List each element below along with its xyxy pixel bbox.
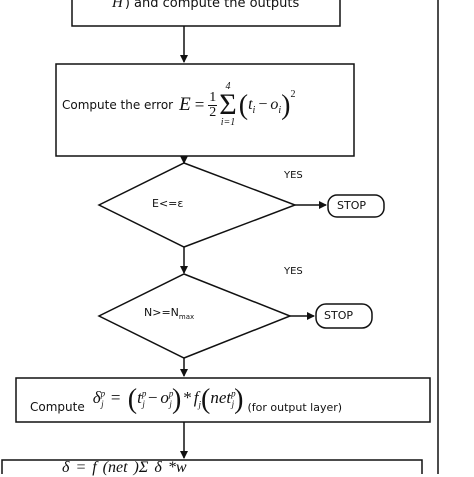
iter-check-main: N>=N xyxy=(144,306,179,319)
error-check-condition: E<=ε xyxy=(152,197,184,210)
summation: 4 Σ i=1 xyxy=(219,82,236,128)
bottom-box-formula: δ = f (net )Σ δ *w xyxy=(62,459,187,476)
delta-symbol: δ xyxy=(92,388,101,407)
top-box-text: H) and compute the outputs xyxy=(112,0,299,12)
fraction-numerator: 1 xyxy=(208,89,218,106)
error-term: (ti−oi)2 xyxy=(238,88,296,121)
error-fraction: 1 2 xyxy=(208,89,218,120)
sum-upper-limit: 4 xyxy=(225,81,231,92)
error-o: o xyxy=(270,95,279,113)
error-check-yes-label: YES xyxy=(284,170,303,181)
sum-lower-limit: i=1 xyxy=(220,117,236,128)
compute-delta-label: Compute xyxy=(30,400,85,414)
error-equals: = xyxy=(194,95,205,114)
top-box-label: ) and compute the outputs xyxy=(124,0,300,11)
iter-check-yes-label: YES xyxy=(284,266,303,277)
iter-check-condition: N>=Nmax xyxy=(144,306,194,321)
iter-check-diamond xyxy=(97,273,293,359)
delta-formula: δpj = (tpj−opj)*fj(netpj) xyxy=(92,384,244,415)
bottom-process-box xyxy=(1,459,423,474)
iter-check-sub: max xyxy=(178,313,195,322)
sigma-icon: Σ xyxy=(219,88,237,121)
compute-delta-content: Compute δpj = (tpj−opj)*fj(netpj) (for o… xyxy=(30,384,342,418)
compute-error-label: Compute the error xyxy=(62,98,174,112)
error-t-sub: i xyxy=(252,104,256,116)
compute-delta-suffix: (for output layer) xyxy=(247,401,343,414)
compute-delta-box xyxy=(15,377,431,423)
stop-label-1: STOP xyxy=(337,199,366,212)
compute-error-content: Compute the error E = 1 2 4 Σ i=1 (ti−oi… xyxy=(62,76,295,134)
error-t: t xyxy=(248,95,253,113)
error-o-sub: i xyxy=(278,104,282,116)
error-exponent: 2 xyxy=(290,88,296,100)
fraction-denominator: 2 xyxy=(209,104,217,120)
compute-error-box xyxy=(55,63,355,157)
stop-terminal-1 xyxy=(327,194,385,218)
stop-terminal-2 xyxy=(315,303,373,329)
error-check-diamond xyxy=(97,162,298,248)
error-symbol-e: E xyxy=(179,94,191,115)
top-box-symbol: H xyxy=(112,0,123,11)
top-process-box xyxy=(71,0,341,27)
stop-label-2: STOP xyxy=(324,309,353,322)
